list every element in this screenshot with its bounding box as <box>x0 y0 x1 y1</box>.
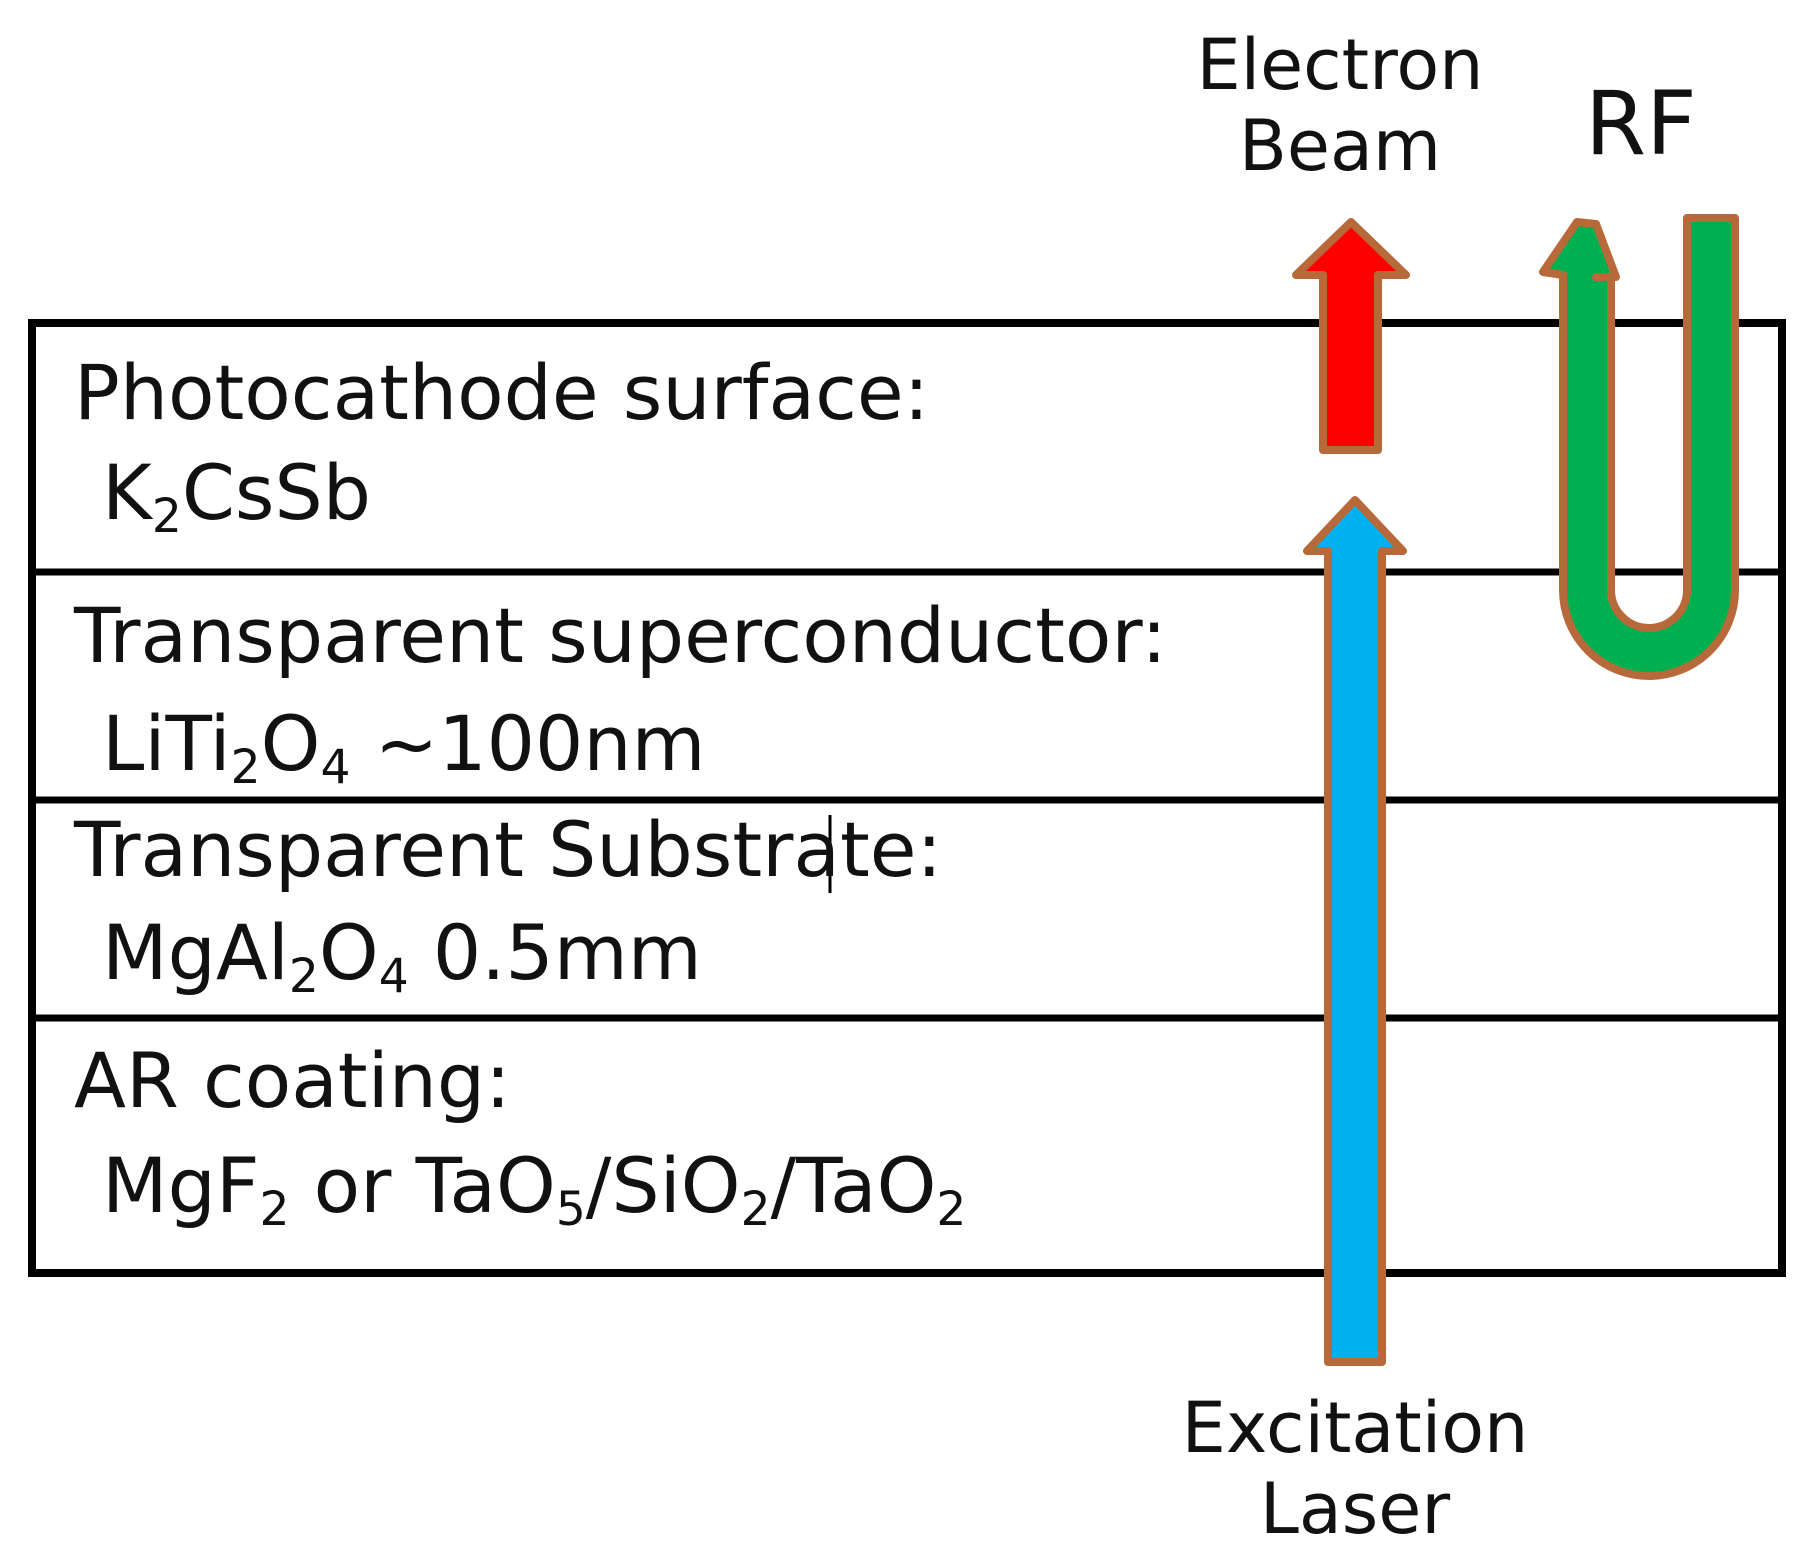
layer-2-title: Transparent superconductor: <box>74 591 1167 680</box>
electron-beam-label-line2: Beam <box>1238 104 1442 187</box>
formula-subscript: 2 <box>259 1182 290 1238</box>
formula-subscript: 2 <box>936 1182 967 1238</box>
formula-text: O <box>318 908 379 997</box>
formula-text: 0.5mm <box>408 908 702 997</box>
excitation-laser-label-line2: Laser <box>1259 1467 1451 1550</box>
formula-subscript: 4 <box>378 949 409 1005</box>
formula-subscript: 2 <box>151 489 182 545</box>
formula-text: LiTi <box>102 699 231 788</box>
layer-4-formula: MgF2 or TaO5/SiO2/TaO2 <box>102 1148 966 1234</box>
electron-beam-label: Electron Beam <box>1190 25 1490 186</box>
formula-text: /TaO <box>770 1141 937 1230</box>
excitation-laser-arrow <box>1303 496 1407 1366</box>
formula-subscript: 5 <box>555 1182 586 1238</box>
formula-text: K <box>102 448 152 537</box>
excitation-laser-label: Excitation Laser <box>1175 1388 1535 1549</box>
formula-subscript: 2 <box>740 1182 771 1238</box>
formula-text: MgAl <box>102 908 289 997</box>
formula-subscript: 2 <box>230 740 261 796</box>
formula-text: or TaO <box>289 1141 556 1230</box>
layer-1-title: Photocathode surface: <box>74 348 930 437</box>
formula-text: CsSb <box>181 448 371 537</box>
formula-text: /SiO <box>585 1141 741 1230</box>
electron-beam-arrow <box>1292 218 1410 454</box>
formula-text: MgF <box>102 1141 260 1230</box>
excitation-laser-label-line1: Excitation <box>1181 1387 1529 1469</box>
layer-3-formula: MgAl2O4 0.5mm <box>102 915 702 1001</box>
formula-subscript: 4 <box>320 740 351 796</box>
formula-text: O <box>260 699 321 788</box>
formula-subscript: 2 <box>288 949 319 1005</box>
rf-u-arrow <box>1539 214 1739 680</box>
electron-beam-label-line1: Electron <box>1196 24 1484 106</box>
layer-3-title: Transparent Substrate: <box>74 805 943 894</box>
layer-1-formula: K2CsSb <box>102 455 371 541</box>
rf-label: RF <box>1585 72 1697 175</box>
layer-4-title: AR coating: <box>74 1036 511 1125</box>
layer-2-formula: LiTi2O4 ~100nm <box>102 706 706 792</box>
formula-text: ~100nm <box>350 699 706 788</box>
